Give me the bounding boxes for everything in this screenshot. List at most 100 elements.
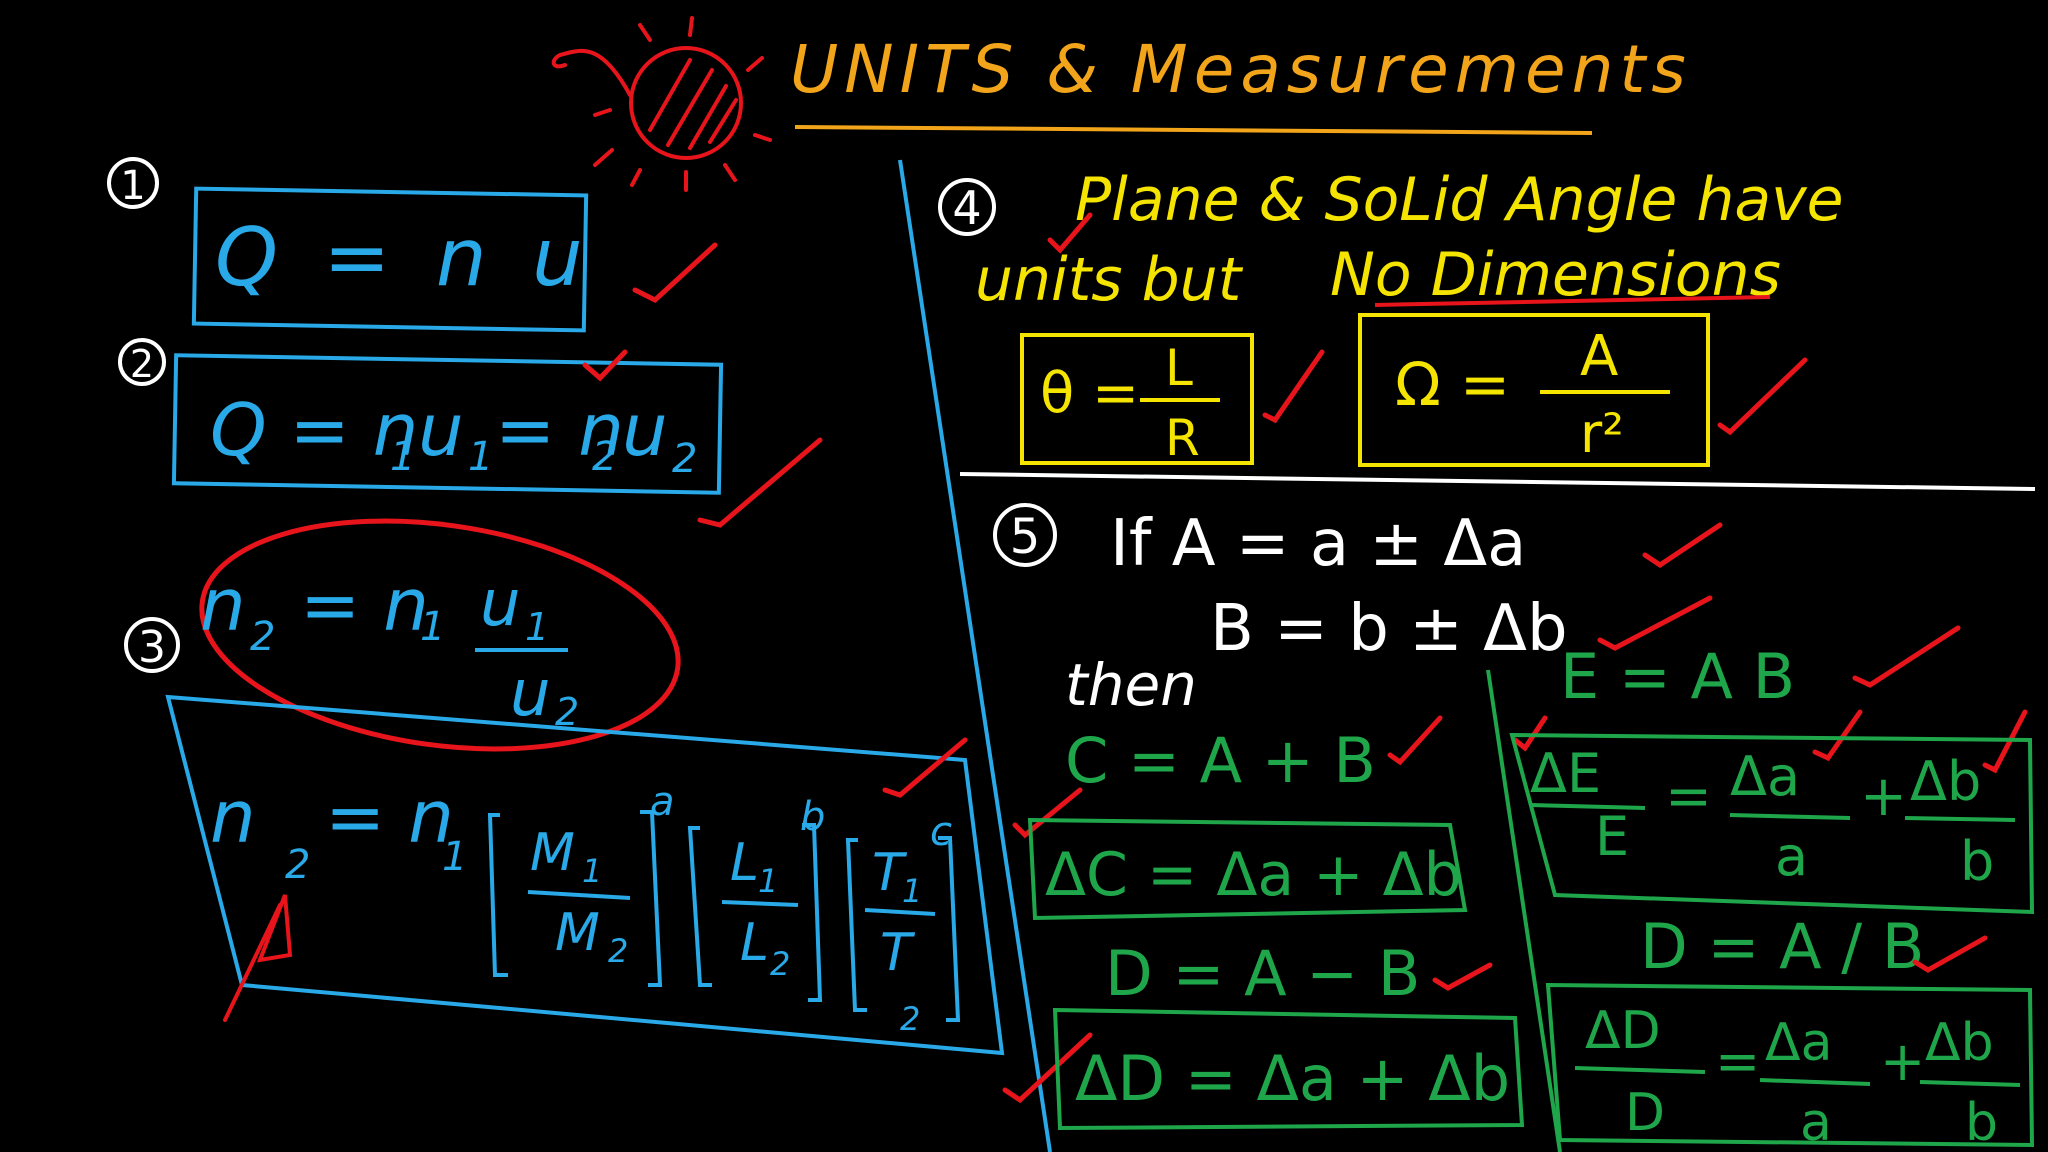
svg-text:ΔE: ΔE (1530, 742, 1601, 805)
svg-text:1: 1 (758, 862, 778, 900)
svg-text:= n: = n (325, 775, 454, 859)
dc-box (1027, 817, 1468, 921)
svg-text:a: a (650, 779, 675, 825)
svg-text:= n: = n (495, 388, 624, 472)
svg-text:T: T (880, 923, 916, 983)
check-mark (882, 737, 968, 798)
d2-equation: D = A / B (1640, 910, 1924, 983)
svg-text:b: b (1960, 830, 1994, 893)
svg-text:a: a (1775, 825, 1808, 888)
check-mark (1047, 212, 1093, 254)
svg-text:= n: = n (300, 563, 429, 647)
item-5-circle (993, 503, 1057, 567)
svg-text:1: 1 (420, 604, 445, 650)
check-mark (1717, 357, 1808, 436)
if-a-line: If A = a ± Δa (1110, 507, 1526, 581)
theta-box (1020, 333, 1254, 465)
svg-text:n: n (200, 563, 246, 647)
svg-text:u: u (622, 388, 668, 472)
omega-box (1358, 313, 1710, 467)
svg-text:Δa: Δa (1730, 745, 1800, 808)
svg-text:Ω =: Ω = (1395, 350, 1510, 420)
svg-text:a: a (1800, 1093, 1832, 1152)
svg-text:Q = n: Q = n (210, 388, 418, 472)
svg-text:2: 2 (672, 436, 697, 482)
item-1-number: 1 (120, 163, 145, 209)
svg-text:u: u (418, 388, 464, 472)
svg-text:T: T (872, 843, 908, 903)
check-mark (1432, 962, 1493, 991)
eq2-box (171, 353, 724, 495)
item-1-circle (107, 157, 159, 209)
svg-text:L: L (1165, 339, 1193, 397)
eq4-text: n 2 = n 1 M 1 M 2 a L 1 L 2 b T 1 T 2 c (210, 775, 961, 1038)
svg-text:L: L (730, 833, 759, 893)
horizontal-divider (959, 472, 2036, 491)
svg-text:c: c (930, 809, 952, 855)
svg-text:θ =: θ = (1040, 361, 1139, 426)
svg-text:2: 2 (250, 614, 275, 660)
svg-text:n: n (210, 775, 256, 859)
theta-formula: θ = L R (1040, 339, 1220, 467)
svg-text:+: + (1880, 1030, 1925, 1093)
svg-text:ΔD: ΔD (1585, 1001, 1661, 1061)
svg-text:2: 2 (285, 842, 310, 888)
check-mark (582, 349, 628, 382)
svg-text:1: 1 (525, 605, 549, 649)
svg-text:b: b (1965, 1093, 1998, 1152)
check-mark (632, 242, 718, 304)
check-mark (1597, 595, 1713, 651)
svg-text:L: L (740, 913, 769, 973)
svg-text:M: M (530, 823, 575, 883)
svg-text:=: = (1665, 764, 1712, 829)
check-mark (1982, 709, 2028, 774)
omega-formula: Ω = A r² (1395, 324, 1670, 465)
item-5-number: 5 (1010, 509, 1041, 565)
angle-statement-line2-a: units but (975, 245, 1244, 315)
svg-text:M: M (555, 903, 600, 963)
svg-text:1: 1 (902, 872, 922, 910)
green-divider (1486, 669, 1562, 1152)
item-3-circle (124, 617, 180, 673)
svg-text:E: E (1595, 805, 1629, 868)
check-mark (1642, 522, 1723, 569)
check-mark (1387, 715, 1443, 766)
dd2-equation: ΔD D = Δa a + Δb b (1574, 1001, 2021, 1152)
vertical-divider (898, 159, 1052, 1152)
item-2-number: 2 (130, 342, 154, 386)
eq2-text: Q = n 1 u 1 = n 2 u 2 (210, 388, 697, 482)
item-3-number: 3 (138, 622, 166, 673)
c-equation: C = A + B (1065, 724, 1376, 797)
svg-text:R: R (1165, 409, 1200, 467)
svg-text:u: u (510, 657, 551, 731)
eq1-box (191, 186, 589, 333)
eq3-highlight-ellipse (199, 518, 681, 752)
eq1-text: Q = n u (215, 211, 593, 304)
dd-equation: ΔD = Δa + Δb (1075, 1042, 1510, 1115)
de-equation: ΔE E = Δa a + Δb b (1529, 742, 2016, 893)
check-mark (1852, 625, 1961, 688)
svg-text:b: b (800, 794, 825, 840)
dd2-box (1545, 982, 2035, 1148)
check-mark (1812, 709, 1863, 762)
title-underline (794, 125, 1593, 135)
dd-box (1052, 1007, 1525, 1131)
dc-equation: ΔC = Δa + Δb (1045, 840, 1462, 910)
svg-text:u: u (480, 567, 521, 641)
check-mark (1262, 349, 1325, 424)
svg-text:=: = (1715, 1030, 1760, 1093)
eq4-box (165, 694, 1005, 1056)
svg-text:1: 1 (442, 834, 467, 880)
then-label: then (1065, 651, 1197, 719)
check-mark (1002, 1032, 1093, 1104)
svg-text:2: 2 (592, 434, 617, 480)
check-mark (1912, 935, 1988, 973)
item-2-circle (118, 338, 166, 386)
svg-text:1: 1 (468, 434, 493, 480)
red-arrow (223, 894, 293, 1022)
svg-text:1: 1 (582, 852, 602, 890)
item-4-circle (938, 178, 996, 236)
check-mark (1512, 715, 1548, 752)
